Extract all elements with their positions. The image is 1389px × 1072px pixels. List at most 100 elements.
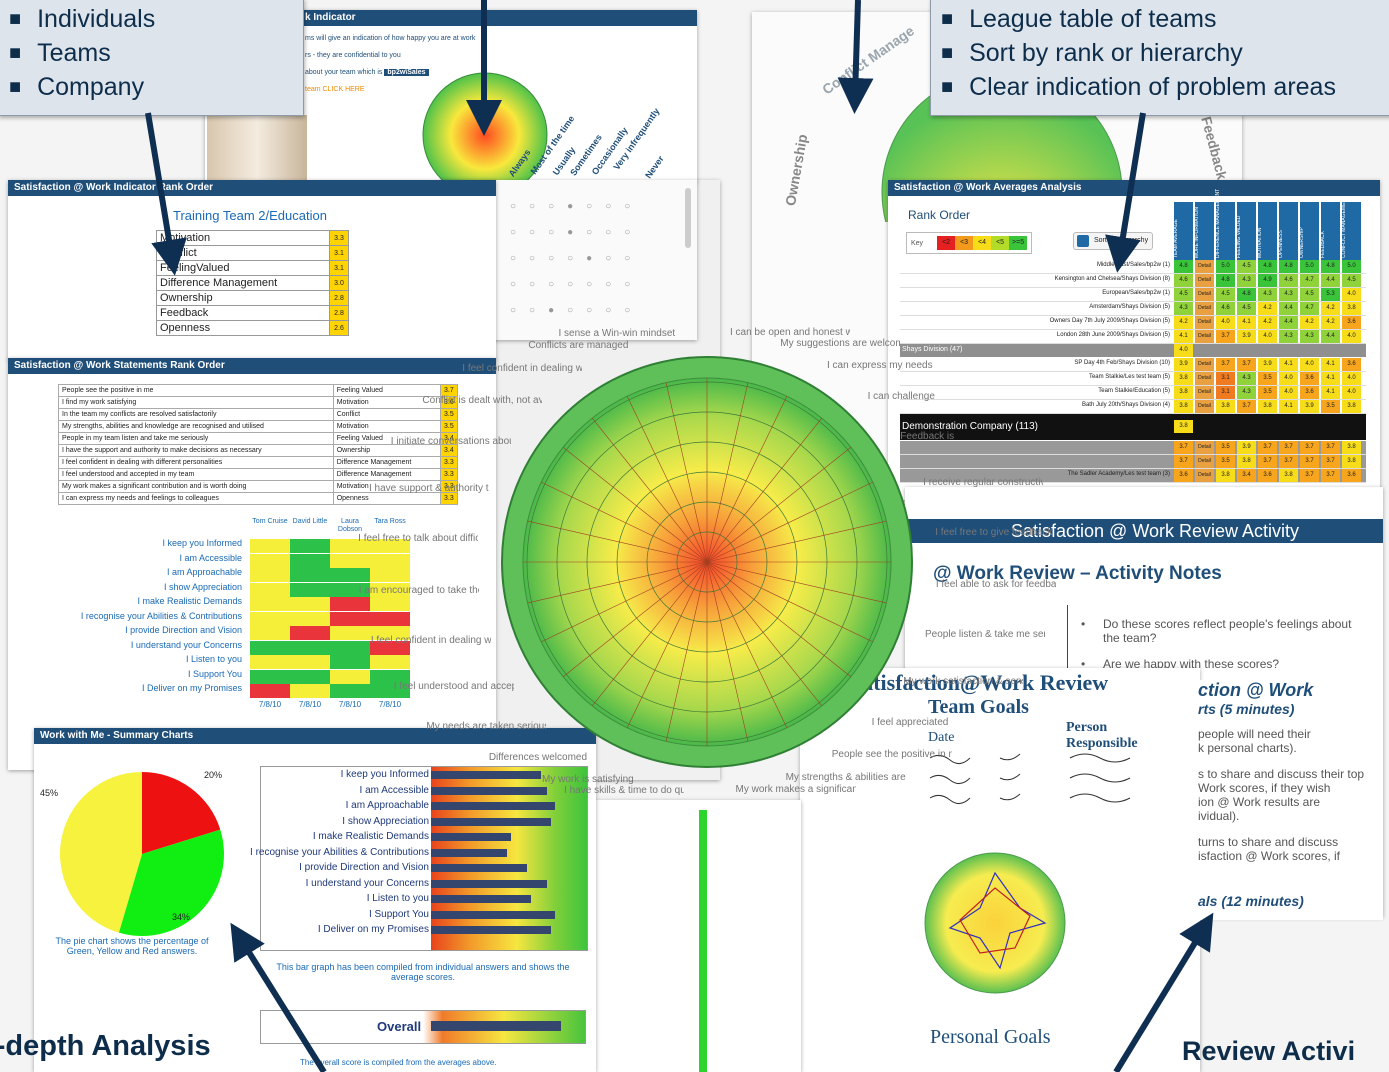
league-detail[interactable]: Detail bbox=[1195, 260, 1214, 273]
league-detail[interactable]: Detail bbox=[1195, 358, 1214, 371]
heatmap-cell bbox=[250, 640, 290, 655]
league-detail[interactable]: Detail bbox=[1195, 455, 1214, 468]
bar bbox=[431, 879, 547, 888]
league-cell: 3.5 bbox=[1258, 386, 1277, 399]
league-cell: 4.3 bbox=[1237, 386, 1256, 399]
pie-label-20: 20% bbox=[204, 770, 223, 780]
wheel-statement-label: I have support & authority to make decis… bbox=[369, 482, 489, 494]
heatmap-cell bbox=[330, 553, 370, 568]
scrollbar[interactable] bbox=[685, 188, 691, 248]
league-cell: 4.5 bbox=[1300, 288, 1319, 301]
heatmap-cell bbox=[290, 655, 330, 669]
league-detail[interactable]: Detail bbox=[1195, 441, 1214, 454]
column-head: CONFLICT MANAGEMENT bbox=[1341, 196, 1361, 260]
callout-right-item-2: Sort by rank or hierarchy bbox=[941, 37, 1389, 71]
league-cell: 3.5 bbox=[1216, 455, 1235, 468]
league-cell: 3.9 bbox=[1300, 400, 1319, 413]
bar bbox=[431, 802, 555, 810]
league-cell: 4.0 bbox=[1342, 330, 1361, 343]
indicator-line-4[interactable]: team CLICK HERE bbox=[305, 86, 365, 93]
league-cell: 4.4 bbox=[1279, 302, 1298, 315]
heatmap-row-label: I understand your Concerns bbox=[130, 639, 242, 650]
rank-value: 3.3 bbox=[329, 230, 349, 246]
league-detail[interactable]: Detail bbox=[1195, 302, 1214, 315]
score-strip-panel bbox=[596, 800, 801, 1072]
heatmap-cell bbox=[330, 655, 370, 669]
rank-value: 3.0 bbox=[329, 275, 349, 291]
review-bullet-2: • Are we happy with these scores? bbox=[1081, 657, 1353, 671]
league-detail[interactable]: Detail bbox=[1195, 400, 1214, 413]
league-team-name: Team Stalkie/Education (5) bbox=[1098, 388, 1170, 394]
league-team-name: Middle East/Sales/bp2w (1) bbox=[1096, 262, 1170, 268]
league-avg: 3.8 bbox=[1174, 400, 1193, 413]
wheel-spoke bbox=[706, 481, 873, 563]
bar-label: I am Approachable bbox=[345, 800, 429, 811]
league-row[interactable]: Owners Day 7th July 2009/Shays Division … bbox=[900, 316, 1366, 330]
league-cell: 4.0 bbox=[1342, 386, 1361, 399]
statement-text: My strengths, abilities and knowledge ar… bbox=[58, 420, 334, 433]
key-legend: Key <2 <3 <4 <5 >=5 bbox=[906, 232, 1033, 254]
league-cell: 4.1 bbox=[1279, 358, 1298, 371]
statement-value: 3.6 bbox=[440, 396, 458, 409]
statement-category: Openness bbox=[332, 492, 442, 505]
wheel-spoke bbox=[562, 561, 708, 677]
statement-row: People in my team listen and take me ser… bbox=[58, 432, 458, 445]
sort-by-hierarchy-button[interactable]: Sort by Hierarchy bbox=[1073, 232, 1154, 250]
side-line-10: isfaction @ Work scores, if bbox=[1198, 849, 1340, 863]
heatmap-cell bbox=[250, 582, 290, 597]
league-detail[interactable]: Detail bbox=[1195, 330, 1214, 343]
wheel-spoke bbox=[706, 561, 873, 643]
league-cell: 5.0 bbox=[1300, 260, 1319, 273]
bar bbox=[431, 864, 527, 872]
heatmap-cell bbox=[290, 568, 330, 582]
wheel-statement-label: People see the positive in me bbox=[831, 749, 952, 761]
league-row[interactable]: London 28th June 2009/Shays Division (5)… bbox=[900, 330, 1366, 344]
league-company-row[interactable]: Demonstration Company (113)3.8 bbox=[900, 414, 1366, 440]
statement-category: Conflict bbox=[332, 408, 442, 421]
pie-slice bbox=[118, 829, 225, 936]
person-label: Person Responsible bbox=[1066, 720, 1138, 751]
goals-handwriting bbox=[929, 753, 1131, 804]
statement-row: In the team my conflicts are resolved sa… bbox=[58, 408, 458, 421]
wheel-spoke bbox=[706, 561, 822, 707]
league-cell: 4.0 bbox=[1342, 372, 1361, 385]
league-detail[interactable]: Detail bbox=[1195, 316, 1214, 329]
league-cell: 3.6 bbox=[1258, 469, 1277, 482]
side-line-3: people will need their bbox=[1198, 727, 1311, 741]
heatmap-cell bbox=[330, 626, 370, 640]
indicator-line-2: rs - they are confidential to you bbox=[305, 52, 401, 59]
bar-label: I provide Direction and Vision bbox=[299, 862, 429, 873]
league-cell: 4.2 bbox=[1258, 316, 1277, 329]
bar bbox=[431, 895, 531, 903]
column-head-text: OWNERSHIP bbox=[1299, 227, 1305, 258]
statements-panel: Satisfaction @ Work Statements Rank Orde… bbox=[8, 358, 496, 770]
column-head: TEAM AVERAGE bbox=[1173, 202, 1193, 260]
heatmap-cell bbox=[250, 539, 290, 553]
team-tag[interactable]: bp2w\Sales bbox=[384, 69, 429, 76]
callout-right-item-3: Clear indication of problem areas bbox=[941, 71, 1389, 105]
wheel-spoke bbox=[541, 481, 708, 563]
league-row[interactable]: Kensington and Chelsea/Shays Division (8… bbox=[900, 274, 1366, 288]
heatmap-row-label: I recognise your Abilities & Contributio… bbox=[80, 610, 242, 621]
column-head: FEELING VALUED bbox=[1236, 202, 1256, 260]
wheel-spoke bbox=[706, 561, 887, 604]
league-detail[interactable]: Detail bbox=[1195, 386, 1214, 399]
league-detail[interactable]: Detail bbox=[1195, 288, 1214, 301]
league-cell: 3.8 bbox=[1216, 469, 1235, 482]
league-cell: 4.3 bbox=[1279, 330, 1298, 343]
league-detail[interactable]: Detail bbox=[1195, 274, 1214, 287]
league-detail[interactable]: Detail bbox=[1195, 372, 1214, 385]
league-group-row[interactable]: Shays Division (47)4.0 bbox=[900, 344, 1366, 357]
league-detail[interactable]: Detail bbox=[1195, 469, 1214, 482]
heatmap-row-label: I keep you Informed bbox=[162, 538, 242, 548]
